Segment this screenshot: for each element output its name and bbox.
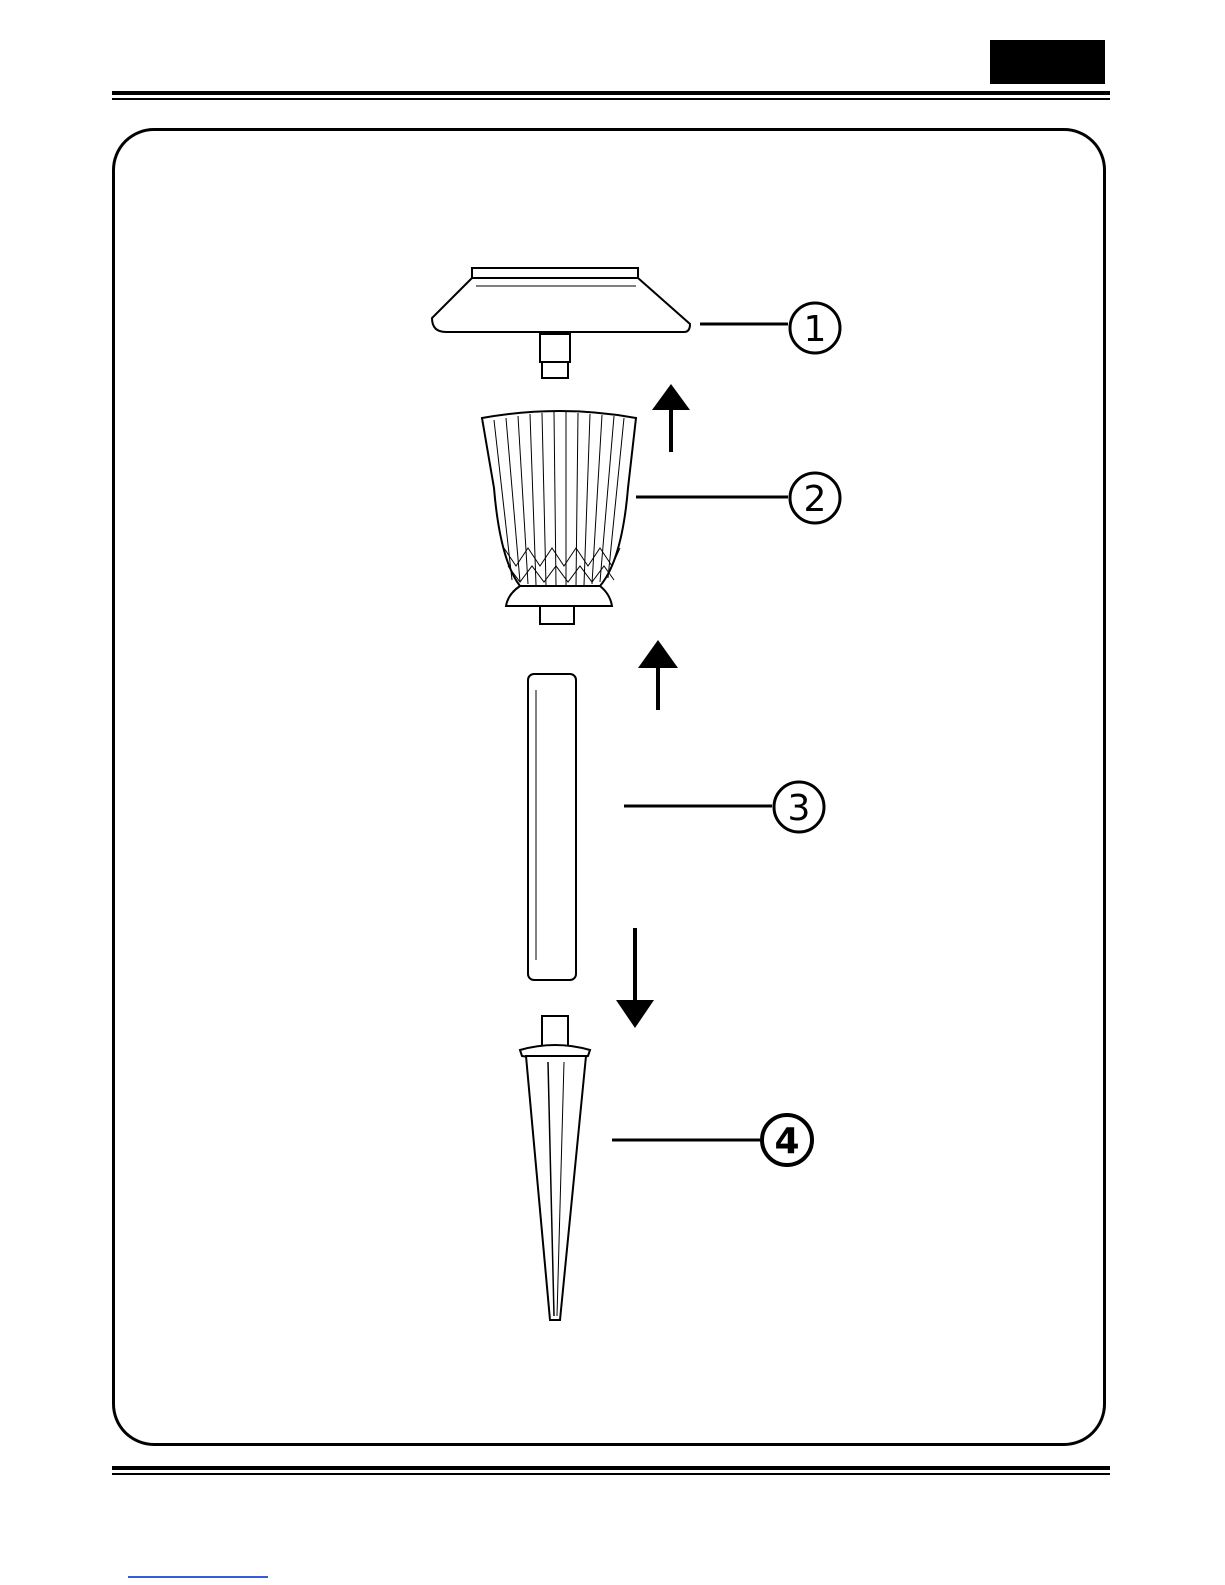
svg-text:2: 2 [804, 479, 827, 520]
callout-3: 3 [774, 782, 824, 832]
svg-text:1: 1 [804, 309, 827, 350]
part-4-ground-spike [520, 1016, 590, 1320]
svg-text:4: 4 [774, 1121, 799, 1162]
part-2-lamp-shade [482, 411, 636, 624]
part-1-cap [432, 268, 690, 378]
svg-text:3: 3 [788, 788, 811, 829]
arrow-down-icon [616, 928, 654, 1028]
callout-4: 4 [762, 1115, 812, 1165]
callout-2: 2 [790, 473, 840, 523]
part-3-tube [528, 674, 576, 980]
callout-1: 1 [790, 303, 840, 353]
footer-rule-thick [112, 1466, 1110, 1470]
footer-link-underline[interactable] [128, 1576, 268, 1578]
arrow-up-icon [652, 384, 690, 452]
footer-rule-thin [112, 1473, 1110, 1475]
arrow-up-icon [638, 640, 678, 710]
